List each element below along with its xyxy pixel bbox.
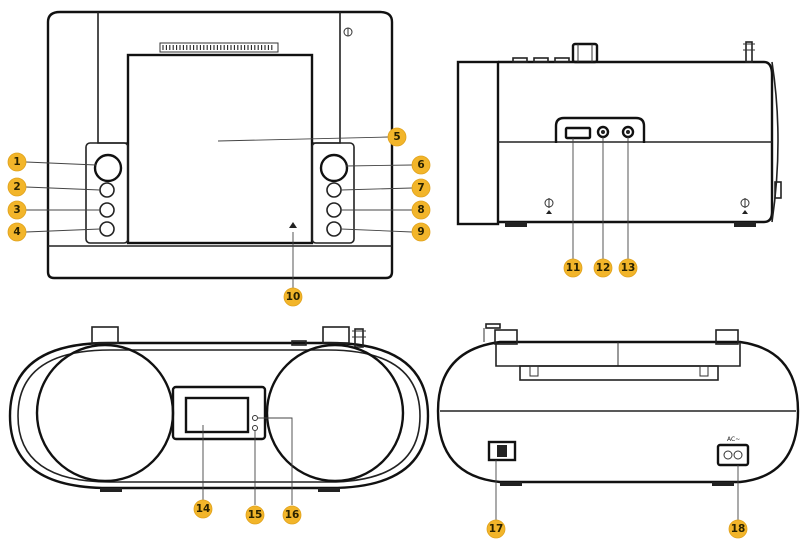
number-badges: 1 2 3 4 5 6 7 8 9 10 11 12 13 14 15 16 1… — [7, 127, 748, 539]
svg-text:9: 9 — [417, 226, 424, 238]
badge-4: 4 — [7, 222, 27, 242]
svg-text:17: 17 — [489, 523, 504, 535]
right-knob — [319, 153, 349, 183]
usb-port — [564, 126, 592, 140]
front-view — [8, 326, 430, 492]
svg-text:18: 18 — [731, 523, 746, 535]
badge-2: 2 — [7, 177, 27, 197]
left-knob — [93, 153, 123, 183]
side-view — [456, 41, 782, 227]
indicator-light-15 — [252, 415, 258, 421]
top-view — [46, 10, 394, 280]
right-button-9 — [326, 221, 342, 237]
vent-slots — [159, 42, 279, 53]
badge-6: 6 — [411, 155, 431, 175]
right-button-7 — [326, 182, 342, 198]
lcd-display — [184, 396, 250, 434]
badge-18: 18 — [728, 519, 748, 539]
display-panel — [171, 385, 267, 441]
badge-10: 10 — [283, 287, 303, 307]
svg-text:10: 10 — [286, 291, 301, 303]
ac-power-socket — [716, 443, 750, 467]
badge-14: 14 — [193, 499, 213, 519]
svg-text:13: 13 — [621, 262, 636, 274]
badge-1: 1 — [7, 152, 27, 172]
right-button-8 — [326, 202, 342, 218]
badge-13: 13 — [618, 258, 638, 278]
svg-text:6: 6 — [417, 159, 424, 171]
svg-text:4: 4 — [13, 226, 20, 238]
badge-7: 7 — [411, 178, 431, 198]
badge-8: 8 — [411, 200, 431, 220]
badge-15: 15 — [245, 505, 265, 525]
left-speaker — [35, 343, 175, 483]
badge-9: 9 — [411, 222, 431, 242]
back-view: AC~ — [436, 323, 800, 486]
indicator-light-16 — [252, 425, 258, 431]
svg-text:2: 2 — [13, 181, 20, 193]
svg-text:16: 16 — [285, 509, 300, 521]
svg-text:14: 14 — [196, 503, 211, 515]
badge-3: 3 — [7, 200, 27, 220]
left-button-3 — [99, 202, 115, 218]
power-port-mark: AC~ — [727, 436, 740, 443]
left-button-2 — [99, 182, 115, 198]
badge-12: 12 — [593, 258, 613, 278]
svg-text:7: 7 — [417, 182, 424, 194]
right-speaker — [265, 343, 405, 483]
cd-lid — [126, 53, 314, 245]
svg-text:1: 1 — [13, 156, 20, 168]
svg-text:15: 15 — [248, 509, 263, 521]
lid-open-mark — [289, 222, 297, 228]
badge-11: 11 — [563, 258, 583, 278]
leader-lines — [25, 136, 739, 521]
badge-17: 17 — [486, 519, 506, 539]
svg-text:8: 8 — [417, 204, 424, 216]
svg-text:5: 5 — [393, 131, 400, 143]
power-switch — [487, 440, 517, 462]
svg-text:11: 11 — [566, 262, 581, 274]
svg-text:12: 12 — [596, 262, 611, 274]
badge-16: 16 — [282, 505, 302, 525]
left-button-4 — [99, 221, 115, 237]
badge-5: 5 — [387, 127, 407, 147]
svg-text:3: 3 — [13, 204, 20, 216]
